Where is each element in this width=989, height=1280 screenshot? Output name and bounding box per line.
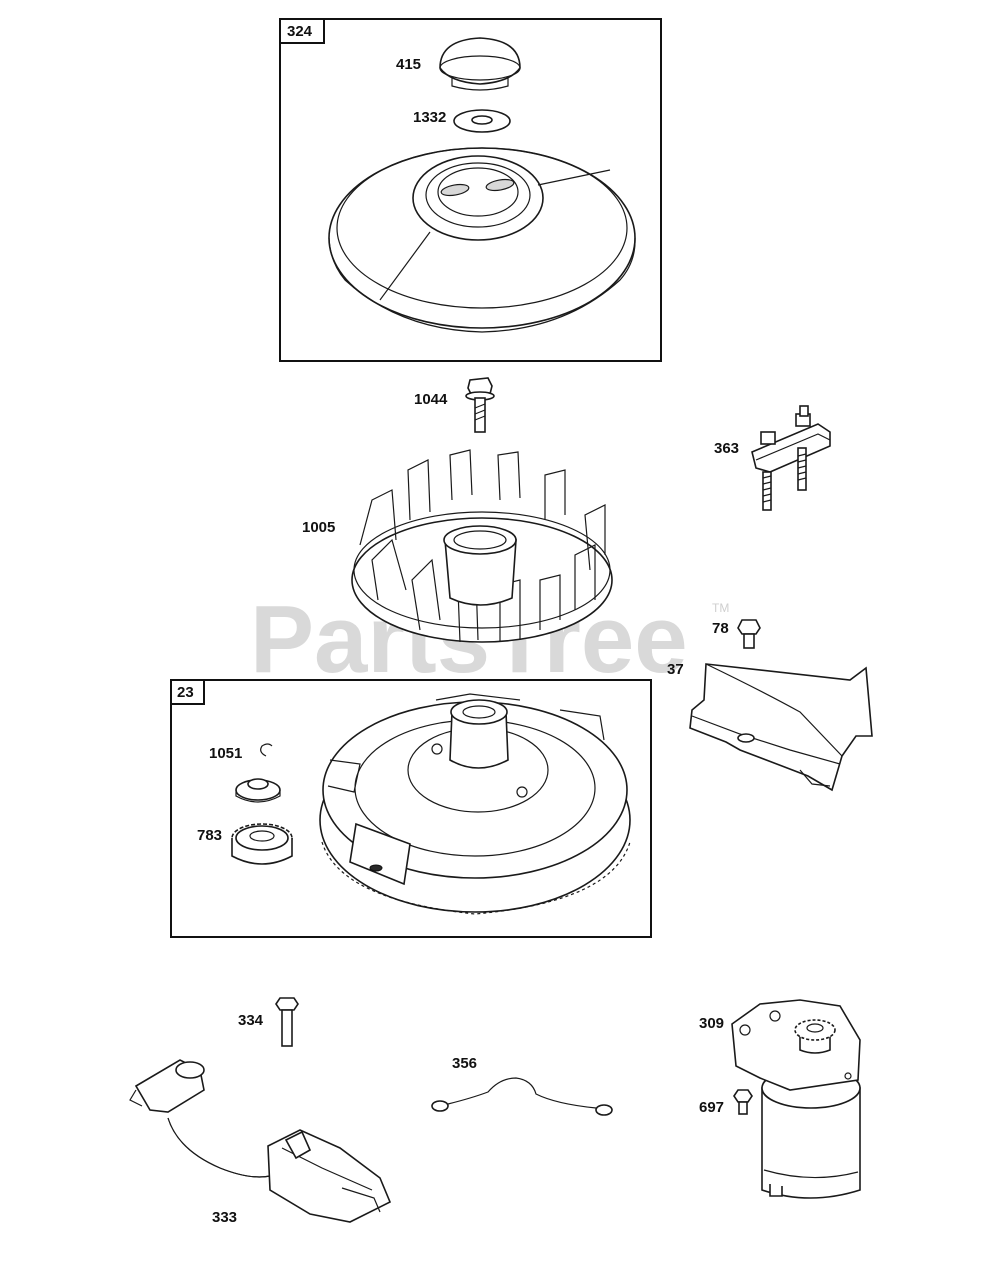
bracket-part-363[interactable] xyxy=(751,405,831,511)
part-label-333[interactable]: 333 xyxy=(212,1209,237,1226)
group-label-324: 324 xyxy=(287,23,313,40)
ignition-module-part-333[interactable] xyxy=(129,1059,392,1223)
cap-part-415[interactable] xyxy=(439,37,521,91)
air-guide-part-37[interactable] xyxy=(689,663,873,792)
part-label-363[interactable]: 363 xyxy=(714,440,739,457)
gear-part-783[interactable] xyxy=(231,823,293,865)
bolt-part-78[interactable] xyxy=(737,619,761,649)
bolt-part-1044[interactable] xyxy=(465,377,495,433)
part-label-783[interactable]: 783 xyxy=(197,827,222,844)
washer-part-1332[interactable] xyxy=(453,109,511,133)
starter-motor-part-309[interactable] xyxy=(731,999,861,1199)
bolt-part-334[interactable] xyxy=(275,997,299,1047)
part-label-1005[interactable]: 1005 xyxy=(302,519,335,536)
part-label-309[interactable]: 309 xyxy=(699,1015,724,1032)
part-label-415[interactable]: 415 xyxy=(396,56,421,73)
part-label-1044[interactable]: 1044 xyxy=(414,391,448,408)
part-label-697[interactable]: 697 xyxy=(699,1099,724,1116)
key-part-1051[interactable] xyxy=(260,743,273,757)
fan-part-1005[interactable] xyxy=(351,449,613,643)
screw-part-697[interactable] xyxy=(733,1089,753,1115)
ground-wire-part-356[interactable] xyxy=(431,1077,613,1116)
part-label-334[interactable]: 334 xyxy=(238,1012,264,1029)
group-box-324[interactable]: 324 xyxy=(279,18,662,362)
blower-housing-cover[interactable] xyxy=(328,147,636,333)
flywheel-assembly[interactable] xyxy=(319,693,631,915)
group-label-23: 23 xyxy=(177,684,194,701)
part-label-1332[interactable]: 1332 xyxy=(413,109,446,126)
part-label-78[interactable]: 78 xyxy=(712,620,729,637)
part-label-356[interactable]: 356 xyxy=(452,1055,477,1072)
watermark-tm: TM xyxy=(712,601,729,615)
group-box-23[interactable]: 23 xyxy=(170,679,652,938)
part-label-1051[interactable]: 1051 xyxy=(209,745,242,762)
washer-flywheel[interactable] xyxy=(235,778,281,803)
part-label-37[interactable]: 37 xyxy=(667,661,684,678)
